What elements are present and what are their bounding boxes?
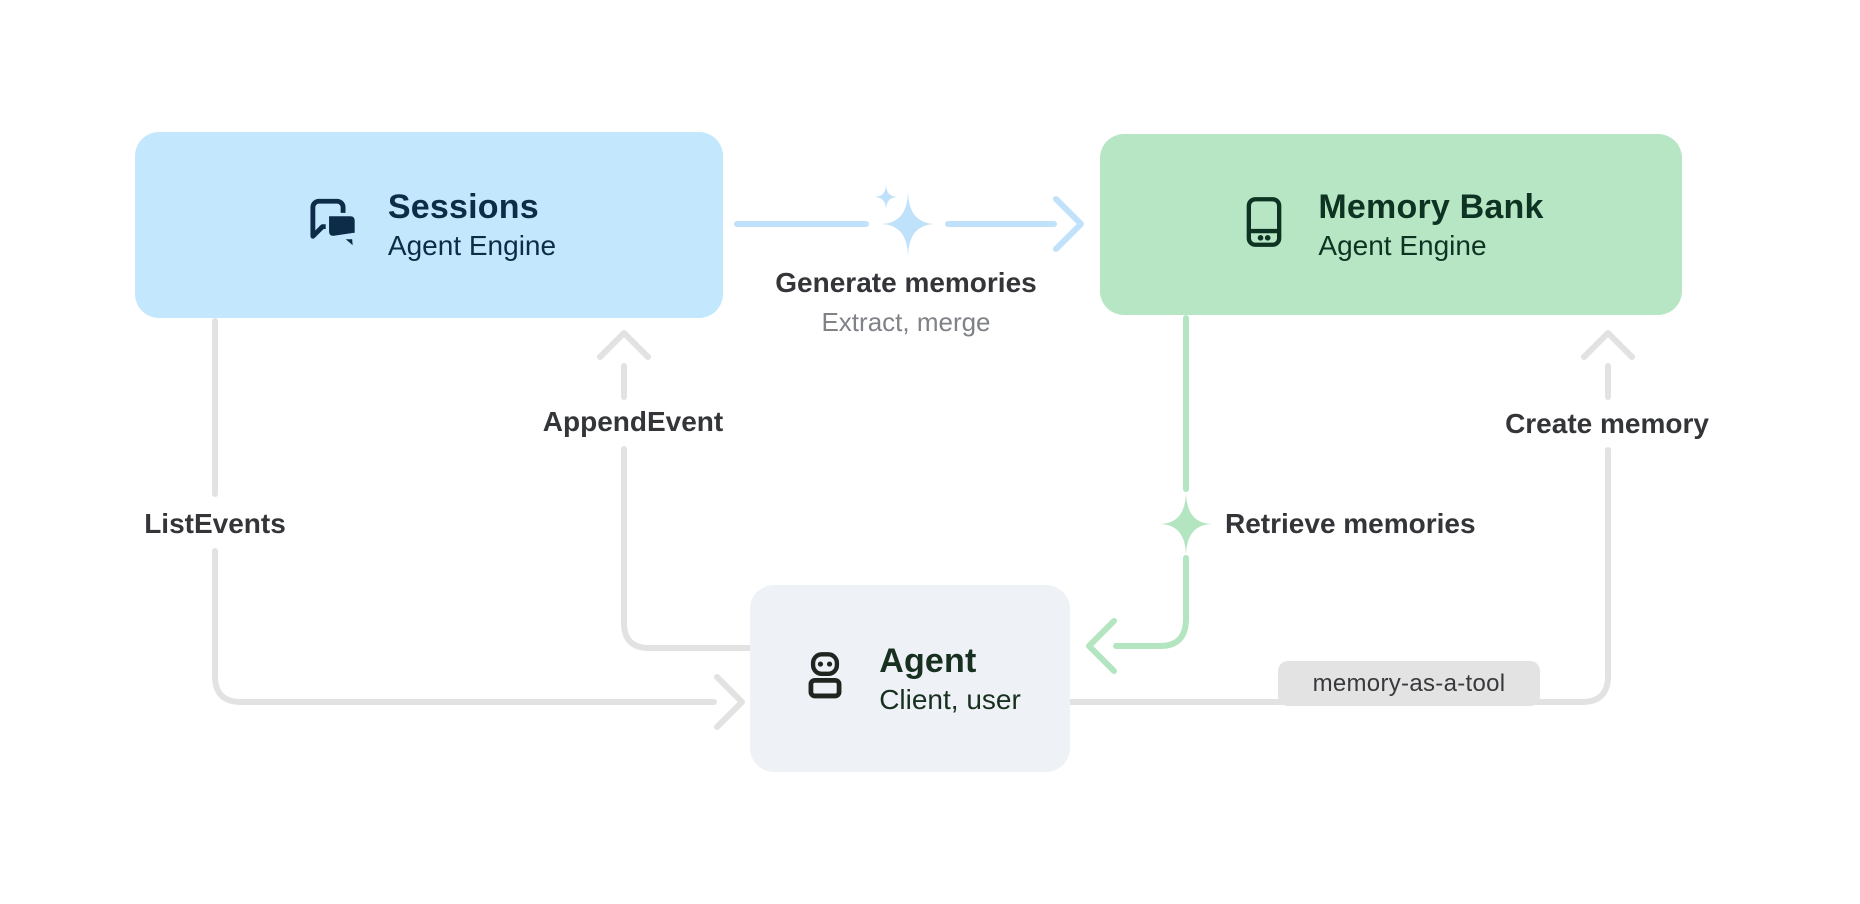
node-title: Memory Bank: [1318, 187, 1544, 226]
node-sessions: Sessions Agent Engine: [135, 132, 723, 318]
node-title: Sessions: [387, 188, 539, 226]
gemini-sparkle-icon: [1159, 491, 1213, 557]
node-agent: Agent Client, user: [750, 585, 1070, 772]
arrowhead-up-icon: [597, 330, 651, 360]
edge-retrieve-memories: [1086, 315, 1213, 674]
node-subtitle: Client, user: [879, 683, 1021, 715]
arrowhead-left-icon: [1086, 618, 1117, 674]
edge-sublabel-extract-merge: Extract, merge: [821, 307, 991, 337]
edge-append-event: [597, 330, 753, 651]
arrowhead-right-icon: [1053, 196, 1084, 252]
robot-agent-icon: [799, 648, 851, 709]
node-subtitle: Agent Engine: [387, 230, 557, 261]
create-memory-line: [1067, 447, 1611, 705]
edge-generate-memories: [734, 184, 1084, 258]
edge-list-events: [212, 318, 745, 730]
gemini-sparkle-small-icon: [874, 184, 898, 210]
arrowhead-up-icon: [1581, 330, 1635, 360]
chat-forum-icon: [302, 194, 360, 257]
node-title: Agent: [879, 641, 977, 680]
gemini-sparkle-icon: [880, 190, 936, 258]
arrowhead-right-icon: [714, 674, 745, 730]
node-subtitle: Agent Engine: [1318, 229, 1487, 261]
list-events-line: [212, 548, 717, 705]
node-memory-bank: Memory Bank Agent Engine: [1100, 134, 1682, 315]
memory-as-a-tool-badge: memory-as-a-tool: [1278, 661, 1540, 706]
edge-label-retrieve-memories: Retrieve memories: [1225, 508, 1476, 539]
edge-label-append-event: AppendEvent: [542, 406, 724, 437]
edge-label-list-events: ListEvents: [144, 508, 286, 539]
edge-label-generate-memories: Generate memories: [775, 267, 1037, 298]
retrieve-line-lower: [1113, 555, 1189, 649]
edge-label-create-memory: Create memory: [1505, 408, 1709, 439]
memory-storage-icon: [1238, 196, 1290, 253]
edge-create-memory: [1067, 330, 1635, 705]
append-event-line: [621, 446, 753, 651]
